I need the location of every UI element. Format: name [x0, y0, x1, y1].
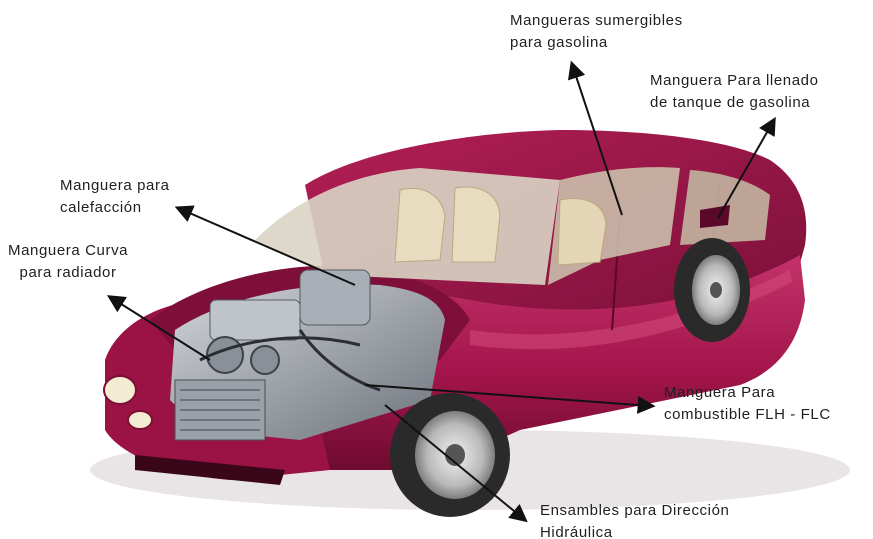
label-llenado-tanque: Manguera Para llenado de tanque de gasol…: [650, 70, 819, 114]
label-line: Manguera para: [60, 177, 170, 194]
label-line: Manguera Para llenado: [650, 72, 819, 89]
label-mangueras-sumergibles: Mangueras sumergibles para gasolina: [510, 10, 683, 54]
label-line: Manguera Para: [664, 384, 776, 401]
label-line: combustible FLH - FLC: [664, 406, 831, 423]
label-radiador: Manguera Curva para radiador: [8, 240, 128, 284]
arrow-direccion: [384, 404, 528, 523]
rear-wheel: [674, 238, 750, 342]
arrow-calefaccion: [174, 205, 356, 286]
arrow-mangueras-sumergibles: [567, 60, 623, 216]
label-line: Hidráulica: [540, 524, 613, 539]
label-line: Mangueras sumergibles: [510, 12, 683, 29]
arrow-llenado-tanque: [717, 116, 776, 219]
label-direccion: Ensambles para Dirección Hidráulica: [540, 500, 729, 539]
label-line: para gasolina: [510, 34, 608, 51]
car-windows: [255, 167, 770, 285]
label-line: Manguera Curva: [8, 242, 129, 259]
front-wheel: [390, 393, 510, 517]
label-line: Ensambles para Dirección: [540, 502, 730, 519]
arrow-radiador: [106, 295, 211, 361]
label-line: para radiador: [19, 264, 117, 281]
label-combustible: Manguera Para combustible FLH - FLC: [664, 382, 831, 426]
engine-bay: [170, 269, 445, 441]
arrow-combustible: [364, 384, 656, 414]
label-line: calefacción: [60, 199, 142, 216]
label-calefaccion: Manguera para calefacción: [60, 175, 170, 219]
callout-arrows: [106, 60, 776, 523]
label-line: de tanque de gasolina: [650, 94, 811, 111]
front-grille: [103, 375, 285, 485]
